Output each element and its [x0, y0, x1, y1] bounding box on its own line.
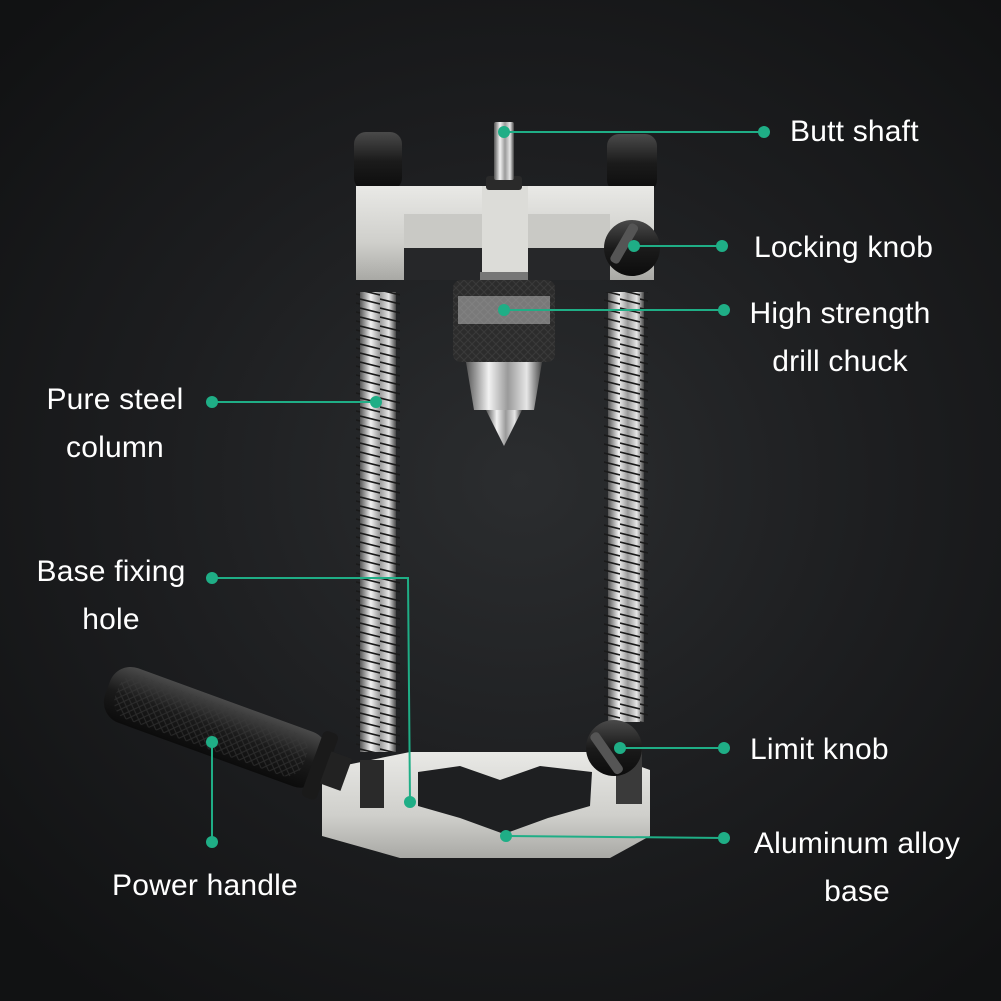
leader-base-fixing-hole: [212, 577, 411, 803]
right-cap: [607, 134, 657, 192]
leader-aluminum-base: [505, 835, 725, 839]
left-cap: [354, 132, 402, 190]
butt-shaft: [486, 122, 522, 190]
top-crossbar: [356, 186, 654, 280]
label-steel-column: Pure steel column: [46, 383, 184, 464]
label-butt-shaft: Butt shaft: [790, 115, 919, 148]
label-drill-chuck: High strength drill chuck: [749, 297, 931, 378]
power-handle: [103, 666, 353, 800]
right-column: [604, 292, 648, 722]
callout-leaders: [211, 131, 764, 842]
callout-dots: [206, 126, 770, 848]
drill-chuck: [453, 272, 555, 446]
label-limit-knob: Limit knob: [750, 733, 889, 766]
label-base-fixing-hole: Base fixing hole: [36, 555, 186, 636]
label-locking-knob: Locking knob: [754, 231, 934, 264]
left-column: [356, 292, 400, 752]
label-power-handle: Power handle: [112, 869, 298, 902]
label-aluminum-base: Aluminum alloy base: [753, 827, 961, 908]
